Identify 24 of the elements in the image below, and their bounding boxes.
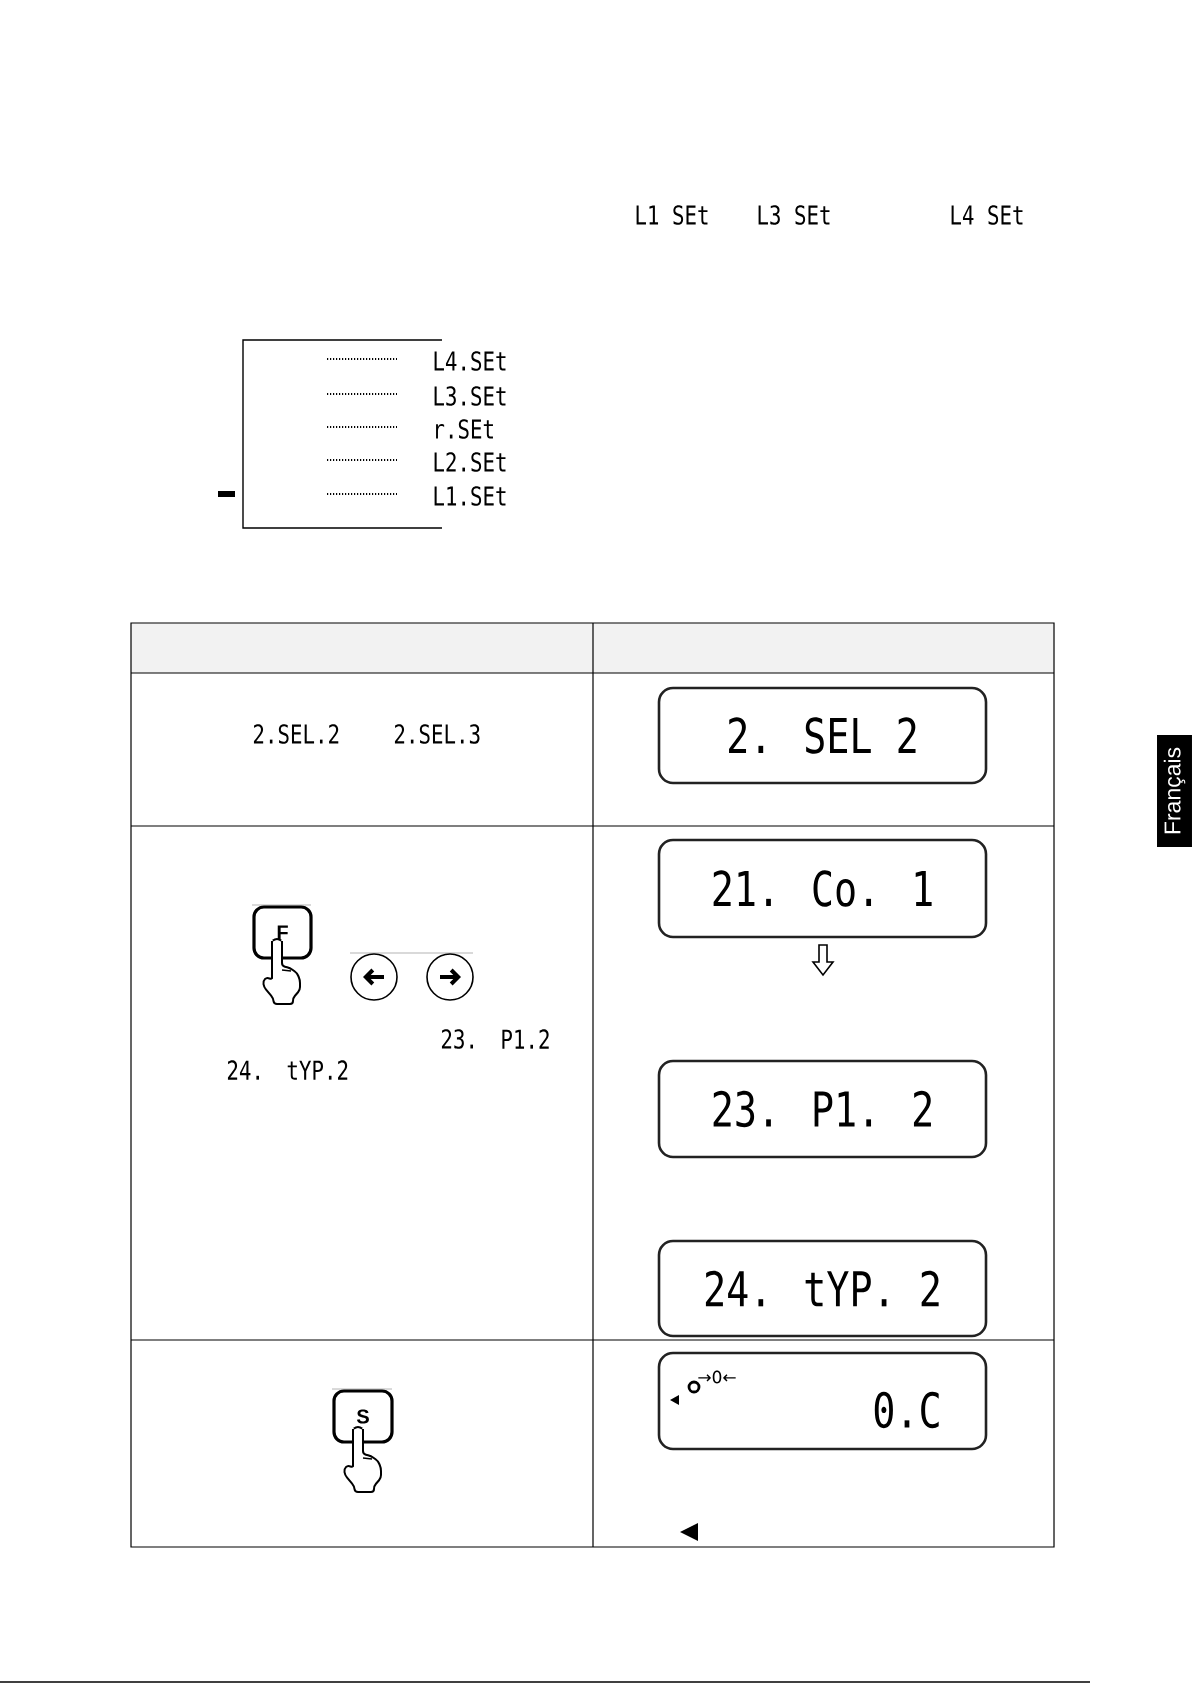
lcd-display: 23. P1. 2 — [657, 1059, 988, 1159]
display-code: 23. — [441, 1029, 473, 1049]
display-code: 2.SEL.2 — [253, 724, 339, 744]
lcd-display: 24. tYP. 2 — [657, 1239, 988, 1338]
key-button: S — [331, 1388, 394, 1444]
display-code: L4 SEt — [951, 205, 1023, 225]
display-code: L3.SEt — [434, 386, 506, 406]
display-code: r.SEt — [436, 419, 493, 439]
display-code: L1 SEt — [636, 205, 708, 225]
key-button: F — [251, 904, 313, 960]
lcd-display: 2. SEL 2 — [657, 686, 988, 785]
display-code: L2.SEt — [434, 452, 506, 472]
display-code: 2.SEL.3 — [394, 724, 480, 744]
lcd-display — [657, 1351, 988, 1451]
display-code: L1.SEt — [434, 486, 506, 506]
display-code: L3 SEt — [758, 205, 830, 225]
display-code: L4.SEt — [434, 351, 506, 371]
display-code: tYP.2 — [287, 1060, 348, 1080]
display-code: P1.2 — [502, 1029, 549, 1049]
display-reading: 0.C — [874, 1391, 939, 1429]
language-tab: Français — [1157, 735, 1192, 847]
display-code: 24. — [227, 1060, 259, 1080]
zero-symbol: →0← — [698, 1370, 736, 1384]
lcd-display: 21. Co. 1 — [657, 838, 988, 939]
